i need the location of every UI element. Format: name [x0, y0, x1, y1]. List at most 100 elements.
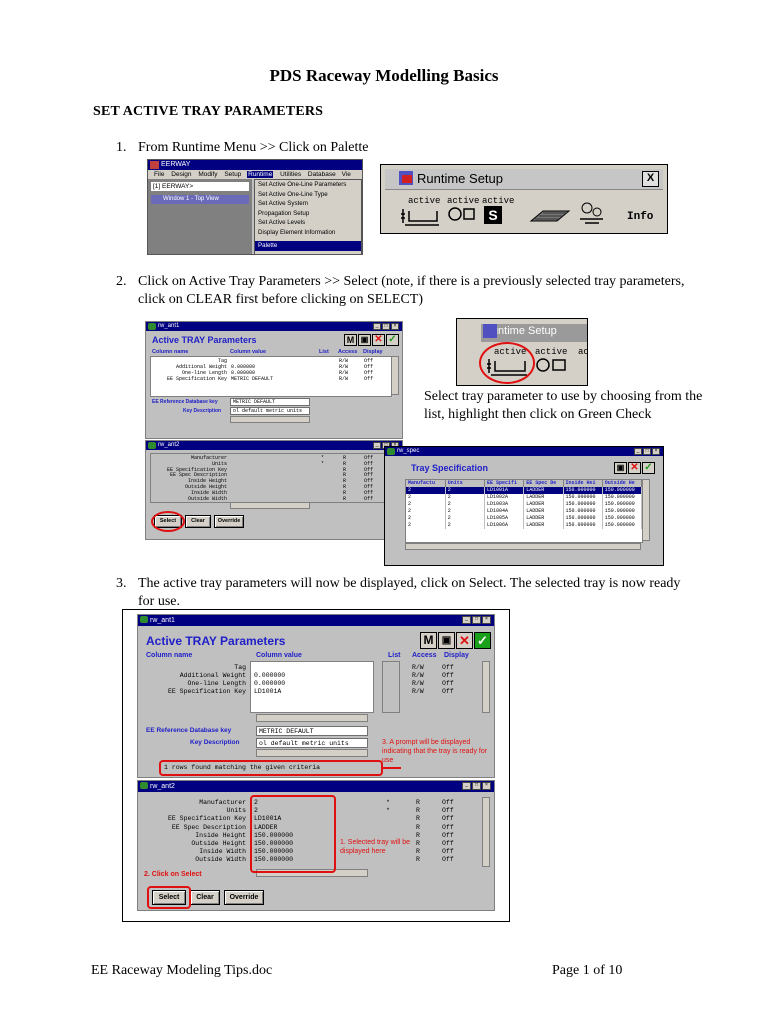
menu-item-palette[interactable]: Palette: [255, 241, 361, 251]
menu-setup[interactable]: Setup: [224, 171, 242, 178]
accept-check-button[interactable]: ✓: [386, 334, 399, 346]
vertical-scrollbar[interactable]: [642, 479, 650, 541]
override-button[interactable]: Override: [224, 890, 264, 905]
m-button[interactable]: M: [420, 632, 437, 649]
minimize-button[interactable]: _: [634, 448, 642, 455]
param-value[interactable]: 2: [254, 807, 258, 815]
info-label[interactable]: Info: [627, 211, 654, 223]
ref-key-field[interactable]: METRIC DEFAULT: [230, 398, 310, 406]
key-desc-field[interactable]: ol default metric units: [256, 738, 368, 748]
close-button[interactable]: ×: [482, 616, 491, 624]
menu-view[interactable]: Vie: [341, 171, 351, 178]
section-heading: SET ACTIVE TRAY PARAMETERS: [93, 104, 324, 119]
save-icon-button[interactable]: ▣: [358, 334, 371, 346]
cancel-x-button[interactable]: ✕: [456, 632, 473, 649]
tray-params-icon[interactable]: [399, 205, 443, 227]
param-display: Off: [364, 376, 374, 382]
propagation-icon[interactable]: [529, 205, 573, 227]
param-value[interactable]: 150.000000: [254, 856, 294, 864]
one-line-params-icon[interactable]: [535, 356, 569, 374]
horizontal-scrollbar[interactable]: [256, 714, 368, 722]
param-value[interactable]: 150.000000: [254, 831, 294, 839]
key-desc-field[interactable]: ol default metric units: [230, 407, 310, 415]
ref-key-field[interactable]: METRIC DEFAULT: [256, 726, 368, 736]
save-icon-button[interactable]: ▣: [614, 462, 627, 474]
window-1-label[interactable]: Window 1 - Top View: [151, 195, 249, 204]
horizontal-scrollbar[interactable]: [256, 869, 368, 877]
maximize-button[interactable]: □: [643, 448, 651, 455]
select-button[interactable]: Select: [152, 890, 186, 905]
close-button[interactable]: ×: [652, 448, 660, 455]
param-access: R: [343, 484, 347, 490]
value-column-bg: [250, 661, 374, 713]
minimize-button[interactable]: _: [373, 323, 381, 330]
palette-title: Runtime Setup: [417, 171, 503, 186]
horizontal-scrollbar[interactable]: [230, 502, 310, 509]
horizontal-scrollbar[interactable]: [256, 749, 368, 757]
menu-item-propagation-setup[interactable]: Propagation Setup: [258, 209, 310, 217]
clear-button[interactable]: Clear: [185, 515, 211, 528]
tray-spec-title: Tray Specification: [411, 463, 489, 473]
param-value[interactable]: 2: [254, 799, 258, 806]
menu-utilities[interactable]: Utilities: [280, 171, 302, 178]
param-value[interactable]: LD1001A: [254, 688, 282, 695]
cancel-x-button[interactable]: ✕: [628, 462, 641, 474]
param-value[interactable]: 150.000000: [254, 848, 294, 856]
param-value[interactable]: METRIC DEFAULT: [231, 376, 274, 382]
minimize-button[interactable]: _: [462, 782, 471, 790]
maximize-button[interactable]: □: [472, 616, 481, 624]
close-button[interactable]: X: [642, 171, 659, 187]
app-title: EERWAY: [161, 161, 191, 168]
param-name: One-line Length: [181, 370, 227, 376]
horizontal-scrollbar[interactable]: [230, 416, 310, 423]
accept-check-button[interactable]: ✓: [474, 632, 491, 649]
menu-item-active-one-line-type[interactable]: Set Active One-Line Type: [258, 190, 328, 198]
menu-item-active-system[interactable]: Set Active System: [258, 200, 308, 207]
app-icon: [150, 161, 159, 169]
minimize-button[interactable]: _: [373, 442, 381, 449]
param-value[interactable]: 0.000000: [254, 672, 286, 679]
menu-item-active-one-line-params[interactable]: Set Active One-Line Parameters: [258, 181, 347, 188]
override-button[interactable]: Override: [214, 515, 244, 528]
param-value[interactable]: 0.000000: [231, 364, 256, 370]
table-cell: 2: [406, 522, 446, 529]
maximize-button[interactable]: □: [472, 782, 481, 790]
menu-runtime[interactable]: Runtime: [247, 171, 274, 178]
vertical-scrollbar[interactable]: [482, 661, 490, 713]
horizontal-scrollbar[interactable]: [405, 543, 641, 550]
menu-item-active-levels[interactable]: Set Active Levels: [258, 219, 306, 226]
minimize-button[interactable]: _: [462, 616, 471, 624]
menu-design[interactable]: Design: [171, 171, 192, 178]
param-value[interactable]: 0.000000: [231, 370, 256, 376]
param-value[interactable]: LADDER: [254, 823, 278, 831]
levels-icon[interactable]: [577, 201, 607, 227]
vertical-scrollbar[interactable]: [482, 797, 490, 867]
save-icon-button[interactable]: ▣: [438, 632, 455, 649]
param-display: Off: [442, 831, 454, 839]
vertical-scrollbar[interactable]: [391, 356, 399, 395]
close-button[interactable]: ×: [391, 323, 399, 330]
param-name: Additional Weight: [179, 672, 246, 679]
cancel-x-button[interactable]: ✕: [372, 334, 385, 346]
maximize-button[interactable]: □: [382, 323, 390, 330]
one-line-params-icon[interactable]: [447, 205, 477, 225]
clear-button[interactable]: Clear: [190, 890, 220, 905]
menu-database[interactable]: Database: [307, 171, 336, 178]
m-button[interactable]: M: [344, 334, 357, 346]
accept-check-button[interactable]: ✓: [642, 462, 655, 474]
menu-file[interactable]: File: [154, 171, 165, 178]
param-value[interactable]: 0.000000: [254, 680, 286, 687]
menu-modify[interactable]: Modify: [198, 171, 218, 178]
close-button[interactable]: ×: [482, 782, 491, 790]
param-value[interactable]: 150.000000: [254, 840, 294, 847]
system-icon[interactable]: S: [484, 206, 502, 224]
param-value[interactable]: LD1001A: [254, 815, 282, 823]
menu-item-display-element-info[interactable]: Display Element Information: [258, 228, 336, 236]
